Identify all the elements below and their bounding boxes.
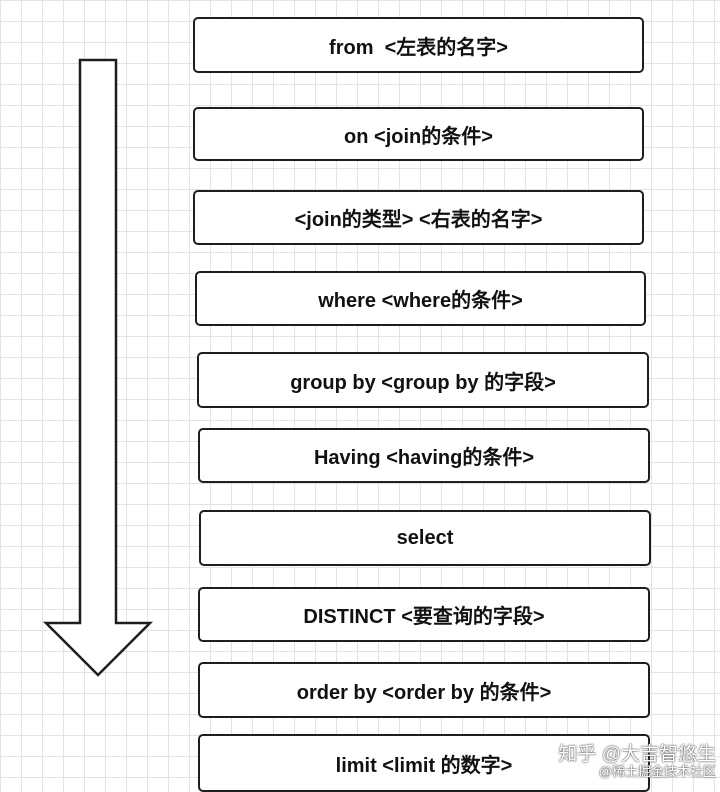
step-group-by: group by <group by 的字段> — [197, 352, 649, 408]
watermark-author: 知乎 @大吉智悠生 — [558, 744, 716, 766]
step-having: Having <having的条件> — [198, 428, 650, 483]
step-where: where <where的条件> — [195, 271, 646, 326]
step-join: <join的类型> <右表的名字> — [193, 190, 644, 245]
watermark: 知乎 @大吉智悠生 @稀土掘金技术社区 — [558, 745, 716, 779]
watermark-community: @稀土掘金技术社区 — [598, 764, 716, 780]
step-select: select — [199, 510, 651, 566]
step-from: from <左表的名字> — [193, 17, 644, 73]
step-order-by: order by <order by 的条件> — [198, 662, 650, 718]
step-limit: limit <limit 的数字> — [198, 734, 650, 792]
down-arrow — [42, 58, 154, 677]
step-on: on <join的条件> — [193, 107, 644, 161]
step-distinct: DISTINCT <要查询的字段> — [198, 587, 650, 642]
